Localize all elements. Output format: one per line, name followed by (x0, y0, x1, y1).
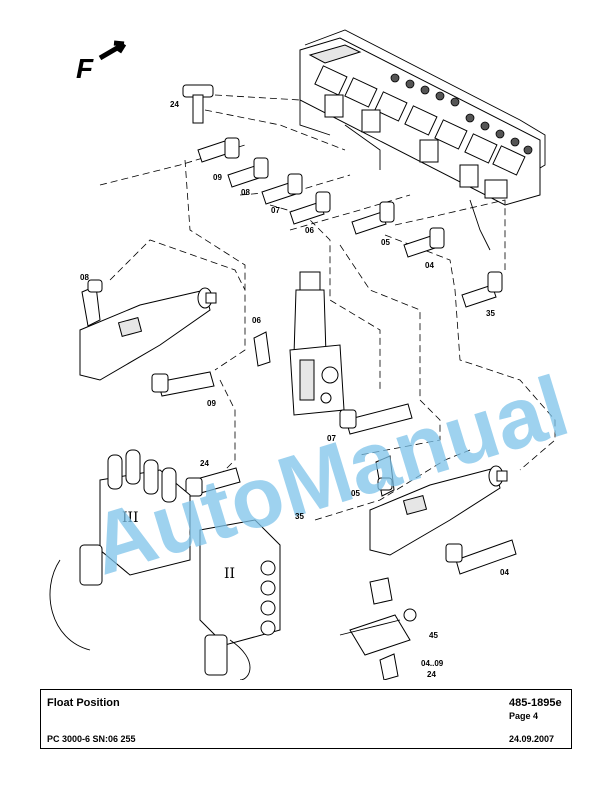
part-label-06-b: 06 (252, 316, 261, 325)
part-label-35-b: 35 (295, 512, 304, 521)
valve-block-3-label: III (122, 510, 139, 526)
document-date: 24.09.2007 (509, 734, 555, 744)
left-cylinder (79, 279, 217, 397)
valve-block-iii: III (49, 449, 191, 651)
part-label-07-b: 07 (327, 434, 336, 443)
orientation-letter: F (76, 53, 94, 84)
part-label-09-b: 09 (207, 399, 216, 408)
page-title: Float Position (47, 697, 120, 709)
part-label-05-b: 05 (351, 489, 360, 498)
valve-block-2-label: II (224, 566, 235, 582)
part-label-08-b: 08 (80, 273, 89, 282)
part-label-05-a: 05 (381, 238, 390, 247)
direction-arrow-icon (98, 40, 127, 61)
machine-model: PC 3000-6 SN:06 255 (47, 734, 136, 744)
flange-detail (339, 577, 417, 680)
parts-drawing: F (49, 29, 579, 680)
part-label-06-a: 06 (305, 226, 314, 235)
part-label-04-b: 04 (500, 568, 509, 577)
title-block: Float Position 485-1895e Page 4 PC 3000-… (40, 689, 572, 749)
part-label-04-09: 04..09 (421, 659, 444, 668)
part-label-24-top: 24 (170, 100, 179, 109)
document-number: 485-1895e (509, 697, 562, 709)
main-valve-manifold (299, 29, 546, 251)
part-label-24-b: 24 (200, 459, 209, 468)
orientation-marker: F (76, 40, 127, 84)
routing-lines (99, 94, 556, 521)
part-label-09-a: 09 (213, 173, 222, 182)
valve-block-ii: II (199, 519, 281, 680)
part-label-07-a: 07 (271, 206, 280, 215)
center-accumulator (253, 271, 413, 435)
page-number: Page 4 (509, 711, 539, 721)
part-labels: 24 09 08 07 06 05 04 08 35 06 09 07 24 0… (80, 100, 509, 679)
part-label-04-a: 04 (425, 261, 434, 270)
part-label-08-a: 08 (241, 188, 250, 197)
pipe-fittings (182, 84, 503, 308)
part-label-45: 45 (429, 631, 438, 640)
part-label-35-a: 35 (486, 309, 495, 318)
part-label-24-c: 24 (427, 670, 436, 679)
right-cylinder (185, 455, 517, 575)
